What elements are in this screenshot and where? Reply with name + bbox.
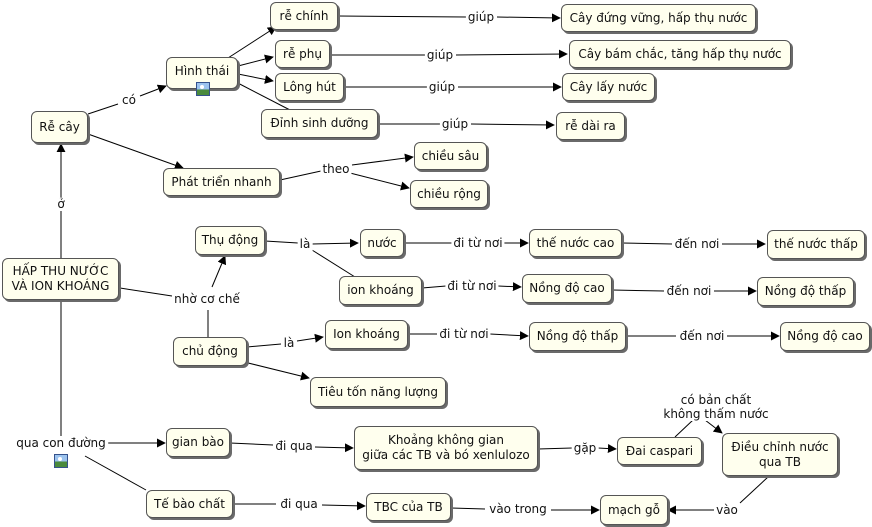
node-thu-dong[interactable]: Thụ động xyxy=(195,226,265,255)
node-the-nuoc-thap[interactable]: thế nước thấp xyxy=(767,230,865,259)
node-chu-dong[interactable]: chủ động xyxy=(173,337,247,366)
node-ion-khoang-passive[interactable]: ion khoáng xyxy=(339,276,422,305)
link-label-la: là xyxy=(297,237,313,251)
link-label-giup: giúp xyxy=(426,80,458,94)
link-label-nho-co-che: nhờ cơ chế xyxy=(172,292,242,306)
node-re-cay[interactable]: Rễ cây xyxy=(31,111,88,143)
node-cay-dung-vung[interactable]: Cây đứng vững, hấp thụ nước xyxy=(561,4,756,32)
link-label-la: là xyxy=(281,336,297,350)
node-mach-go[interactable]: mạch gỗ xyxy=(600,495,668,525)
node-nong-do-cao-source[interactable]: Nồng độ cao xyxy=(522,274,612,303)
node-cay-lay-nuoc[interactable]: Cây lấy nước xyxy=(562,73,655,101)
node-te-bao-chat[interactable]: Tế bào chất xyxy=(146,490,233,518)
node-gian-bao[interactable]: gian bào xyxy=(166,428,230,457)
link-label-di-tu-noi: đi từ nơi xyxy=(437,327,491,341)
node-re-dai-ra[interactable]: rễ dài ra xyxy=(556,112,625,140)
node-re-phu[interactable]: rễ phụ xyxy=(275,40,330,68)
node-nuoc[interactable]: nước xyxy=(360,229,404,257)
link-label-di-tu-noi: đi từ nơi xyxy=(445,279,499,293)
link-label-giup: giúp xyxy=(424,48,456,62)
node-hap-thu-nuoc[interactable]: HẤP THU NƯỚC VÀ ION KHOÁNG xyxy=(2,258,119,300)
link-label-giup: giúp xyxy=(439,117,471,131)
image-icon[interactable] xyxy=(196,82,210,96)
node-nong-do-thap-source[interactable]: Nồng độ thấp xyxy=(529,322,626,351)
link-label-den-noi: đến nơi xyxy=(664,284,714,298)
link-label-di-qua: đi qua xyxy=(278,497,320,511)
node-long-hut[interactable]: Lông hút xyxy=(275,73,344,101)
node-phat-trien-nhanh[interactable]: Phát triển nhanh xyxy=(163,168,280,196)
node-nong-do-thap-target[interactable]: Nồng độ thấp xyxy=(757,277,854,306)
link-label-theo: theo xyxy=(320,162,352,176)
link-label-di-tu-noi: đi từ nơi xyxy=(451,236,505,250)
node-khoang-khong-gian[interactable]: Khoảng không gian giữa các TB và bó xenl… xyxy=(354,426,538,470)
link-label-di-qua: đi qua xyxy=(273,439,315,453)
node-the-nuoc-cao[interactable]: thế nước cao xyxy=(529,229,622,257)
link-label-vao-trong: vào trong xyxy=(487,502,549,516)
node-dieu-chinh-nuoc[interactable]: Điều chỉnh nước qua TB xyxy=(722,433,838,476)
link-label-vao: vào xyxy=(714,503,740,517)
node-ion-khoang-active[interactable]: Ion khoáng xyxy=(325,320,408,349)
link-label-giup: giúp xyxy=(465,10,497,24)
link-label-co-ban-chat: có bản chất không thấm nước xyxy=(661,393,771,421)
link-label-gap: gặp xyxy=(571,441,599,455)
node-tbc-cua-tb[interactable]: TBC của TB xyxy=(366,493,451,521)
link-label-o: ở xyxy=(55,197,67,211)
node-cay-bam-chac[interactable]: Cây bám chắc, tăng hấp thụ nước xyxy=(569,40,791,68)
node-hinh-thai[interactable]: Hình thái xyxy=(166,57,238,89)
node-chieu-sau[interactable]: chiều sâu xyxy=(414,142,487,170)
node-tieu-ton-nang-luong[interactable]: Tiêu tốn năng lượng xyxy=(310,377,446,407)
link-label-qua-con-duong: qua con đường xyxy=(14,436,108,450)
link-label-co: có xyxy=(120,93,138,107)
link-label-den-noi: đến nơi xyxy=(672,237,722,251)
image-icon[interactable] xyxy=(54,454,68,468)
node-dinh-sinh-duong[interactable]: Đỉnh sinh dưỡng xyxy=(261,109,378,138)
node-chieu-rong[interactable]: chiều rộng xyxy=(410,180,488,208)
node-dai-caspari[interactable]: Đai caspari xyxy=(617,437,702,465)
link-label-den-noi: đến nơi xyxy=(677,329,727,343)
node-re-chinh[interactable]: rễ chính xyxy=(270,2,338,30)
node-nong-do-cao-target[interactable]: Nồng độ cao xyxy=(780,322,870,351)
